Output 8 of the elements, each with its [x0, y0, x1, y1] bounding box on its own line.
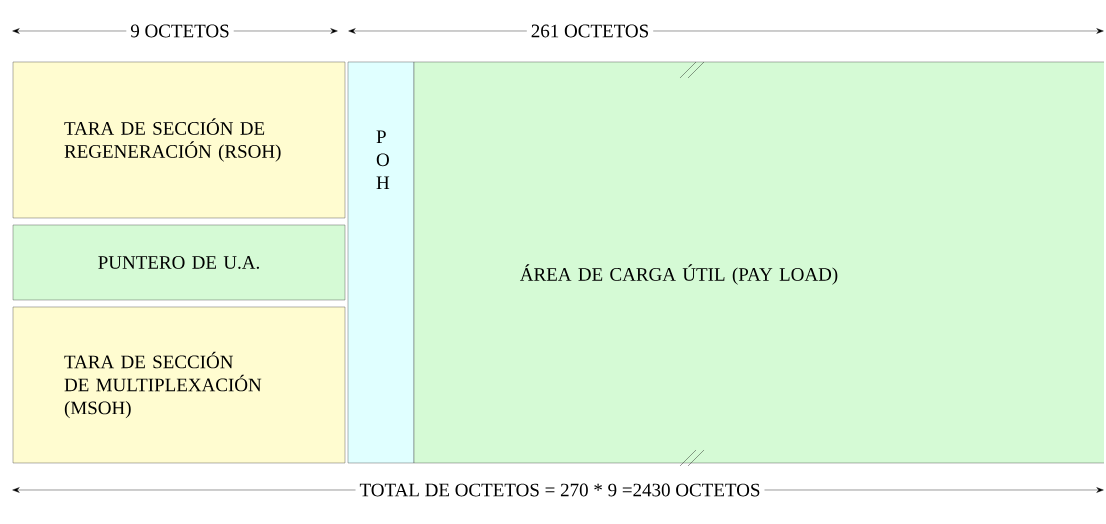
column-box: P O H: [347, 61, 415, 464]
section-box: PUNTERO DE U.A.: [12, 224, 346, 301]
payload-box: ÁREA DE CARGA ÚTIL (PAY LOAD): [413, 61, 1105, 464]
section-box: TARA DE SECCIÓN DE MULTIPLEXACIÓN (MSOH): [12, 306, 346, 464]
dimension-label: 9 OCTETOS: [126, 20, 234, 42]
section-box: TARA DE SECCIÓN DE REGENERACIÓN (RSOH): [12, 61, 346, 219]
dimension-label: TOTAL DE OCTETOS = 270 * 9 =2430 OCTETOS: [355, 479, 765, 501]
dimension-label: 261 OCTETOS: [526, 20, 654, 42]
